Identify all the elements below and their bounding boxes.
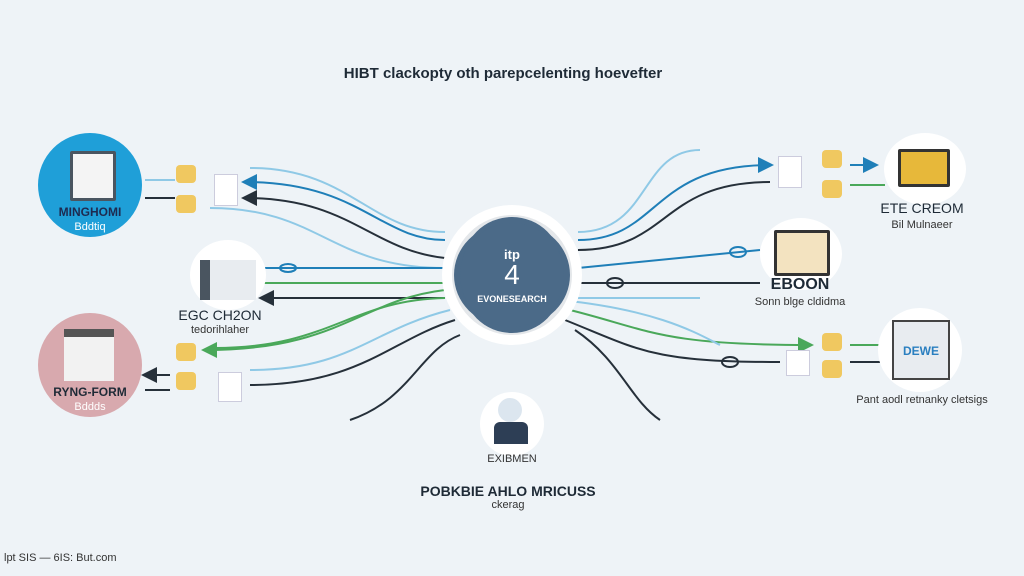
bottom-caption-sub: ckerag	[491, 499, 525, 511]
left-node-3-sub: Bddds	[74, 401, 106, 413]
right-node-ete[interactable]	[884, 133, 966, 205]
coin-stack-icon	[176, 372, 196, 390]
left-node-1-sub: Bddtiq	[74, 221, 106, 233]
right-node-1-sub: Bil Mulnaeer	[891, 219, 953, 231]
coin-stack-icon	[822, 333, 842, 351]
left-node-egc[interactable]	[190, 240, 266, 310]
box-icon: DEWE	[892, 320, 950, 380]
left-node-1-name: MINGHOMI	[58, 205, 122, 219]
machine-icon	[200, 260, 256, 300]
left-node-minghomi[interactable]: MINGHOMI Bddtiq	[38, 133, 142, 237]
hub-number: 4	[504, 259, 520, 290]
documents-icon	[64, 329, 114, 381]
person-body	[494, 422, 528, 444]
coin-stack-icon	[176, 195, 196, 213]
right-node-3-sub: Pant aodl retnanky cletsigs	[856, 394, 988, 406]
laptop-icon	[898, 149, 950, 187]
left-node-3-name: RYNG-FORM	[53, 385, 127, 399]
diagram-title: HIBT clackopty oth parepcelenting hoevef…	[343, 65, 663, 82]
qr-document-icon	[778, 156, 802, 188]
gear-icon	[460, 223, 564, 327]
bottom-caption: POBKBIE AHLO MRICUSS	[420, 483, 596, 499]
hub-bottom-text: EVONESEARCH	[477, 294, 547, 304]
right-node-2-name: EBOON	[770, 276, 830, 293]
right-node-2-sub: Sonn blge cldidma	[754, 296, 846, 308]
person-icon	[498, 398, 522, 422]
hub-top-text: itp	[504, 247, 520, 262]
left-node-ryng-form[interactable]: RYNG-FORM Bddds	[38, 313, 142, 417]
right-node-1-name: ETE CREOM	[880, 200, 964, 216]
coin-stack-icon	[176, 343, 196, 361]
qr-document-icon	[214, 174, 238, 206]
coin-stack-icon	[176, 165, 196, 183]
laptop-icon	[70, 151, 116, 201]
bottom-node-person[interactable]	[480, 392, 544, 456]
right-node-device[interactable]: DEWE	[878, 308, 962, 392]
qr-document-icon	[218, 372, 242, 402]
qr-document-icon	[786, 350, 810, 376]
footer-text: lpt SIS — 6IS: But.com	[4, 552, 117, 564]
coin-stack-icon	[822, 180, 842, 198]
coin-stack-icon	[822, 150, 842, 168]
coin-stack-icon	[822, 360, 842, 378]
right-node-eboon[interactable]	[760, 218, 842, 290]
laptop-icon	[774, 230, 830, 276]
left-node-2-name: EGC CH2ON	[178, 307, 262, 323]
left-node-2-sub: tedorihlaher	[190, 324, 250, 336]
central-hub[interactable]: itp 4 EVONESEARCH	[442, 205, 582, 345]
box-label: DEWE	[903, 344, 939, 358]
bottom-node-name: EXIBMEN	[487, 453, 537, 465]
